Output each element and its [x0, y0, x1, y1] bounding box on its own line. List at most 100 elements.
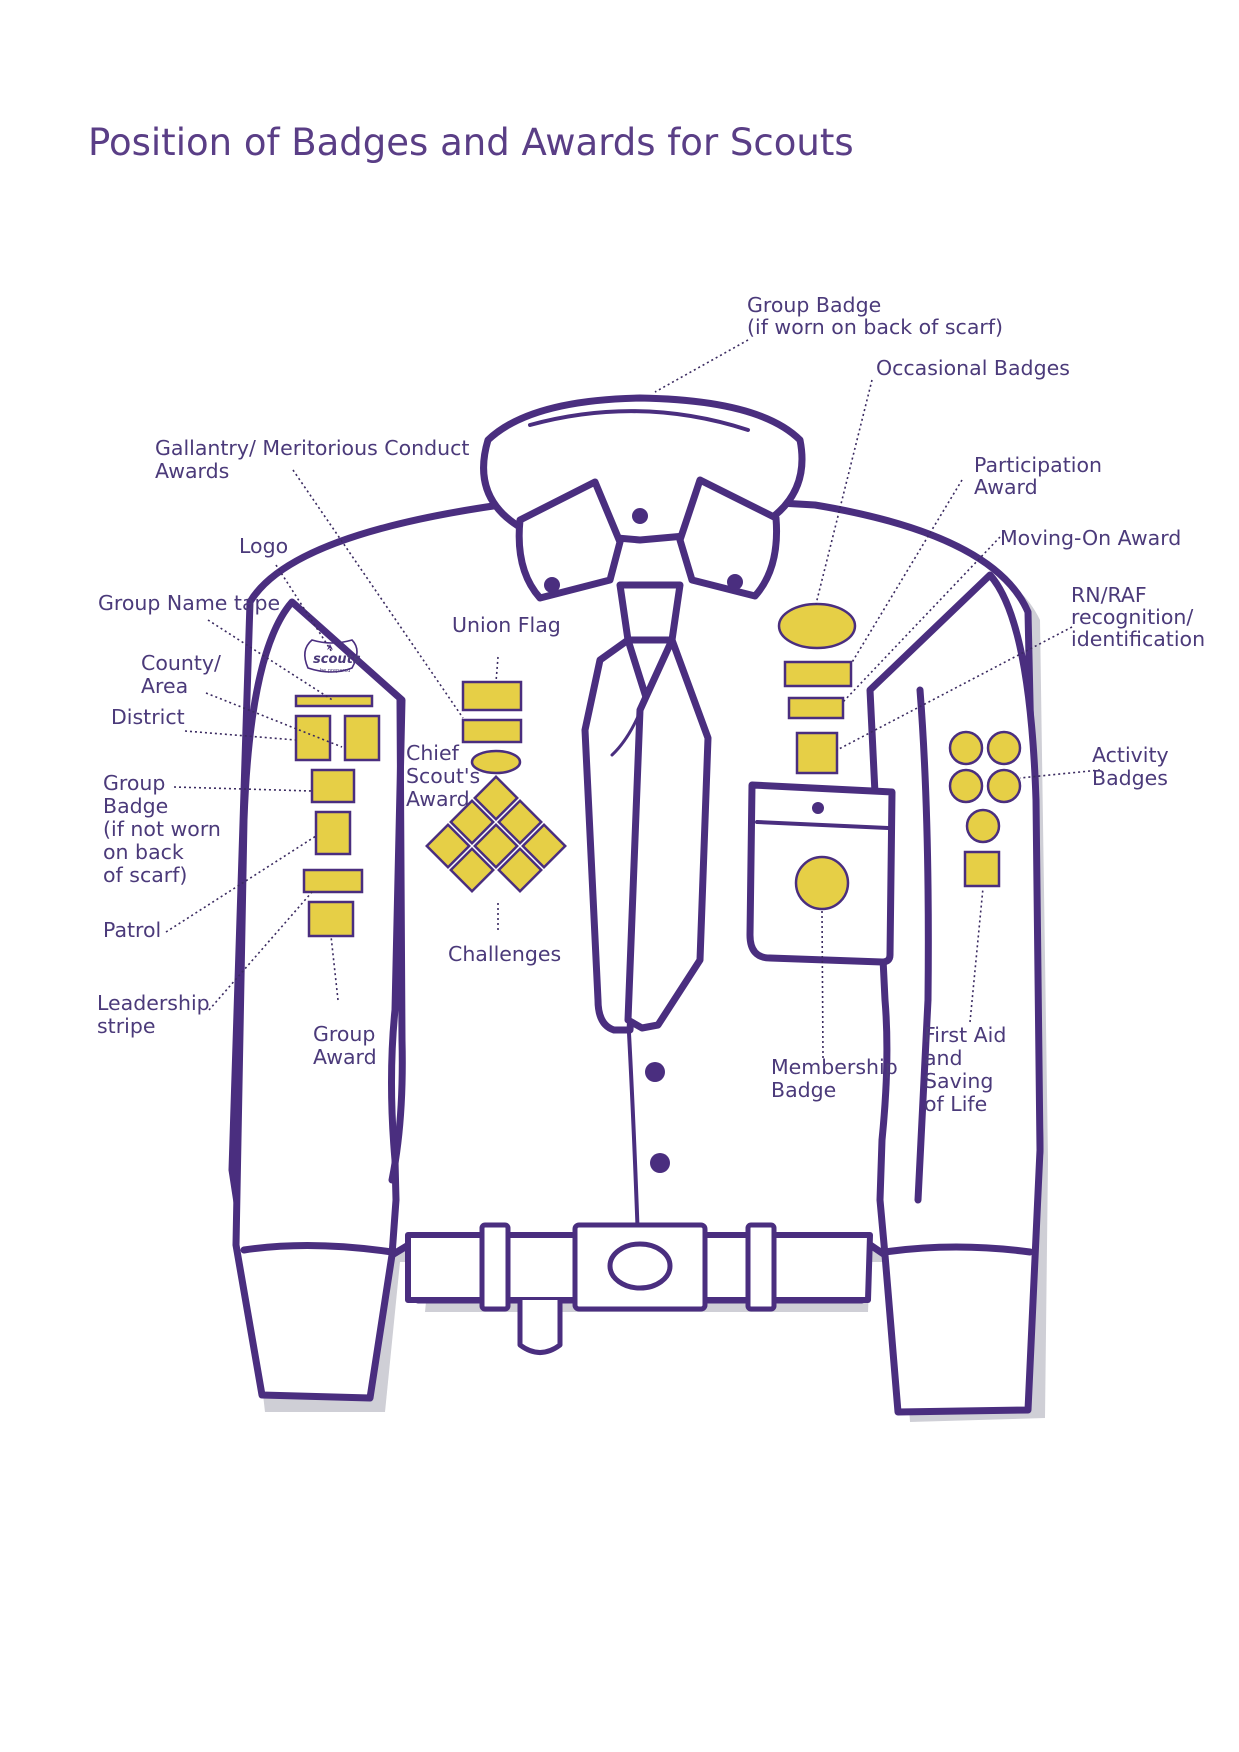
labels: Group Badge (if worn on back of scarf) O… [97, 293, 1205, 1116]
label-activity-badges: Badges [1092, 766, 1168, 790]
label-participation-award: Participation [974, 453, 1102, 477]
leadership-stripe [302, 868, 364, 894]
right-cuff-line [881, 1243, 1034, 1256]
label-membership-badge: Membership [771, 1055, 898, 1079]
neckerchief-right-tail [624, 636, 712, 1032]
membership-badge [794, 855, 850, 911]
challenge-badge [425, 823, 471, 869]
challenge-badge [473, 823, 519, 869]
district-badge [343, 714, 381, 762]
challenge-badge [449, 799, 495, 845]
group-name-tape [294, 694, 374, 708]
label-group-badge: (if not worn [103, 817, 221, 841]
county-badge [294, 714, 332, 762]
collar-left [515, 478, 624, 602]
challenge-badge [497, 799, 543, 845]
label-group-badge: of scarf) [103, 863, 187, 887]
group-badge [310, 768, 356, 804]
collar-fold-line [528, 409, 750, 432]
label-chief-scouts-award: Chief [406, 741, 460, 765]
shirt-button-2 [650, 1153, 670, 1173]
moving-on-award-badge [787, 696, 845, 720]
gallantry-award-badge [461, 718, 523, 744]
participation-award-badge [783, 660, 853, 688]
union-flag-badge [461, 680, 523, 712]
neck-button [632, 508, 648, 524]
label-group-award: Group [313, 1022, 375, 1046]
label-occasional-badges: Occasional Badges [876, 356, 1070, 380]
challenge-badge [521, 823, 567, 869]
logo-text: scouts [313, 652, 361, 667]
patrol-badge [314, 810, 352, 856]
label-activity-badges: Activity [1092, 743, 1169, 767]
label-chief-scouts-award: Award [406, 787, 470, 811]
label-rn-raf: identification [1071, 627, 1205, 651]
leader-lines [165, 339, 1101, 1059]
label-participation-award: Award [974, 475, 1038, 499]
collar-button-left [544, 577, 560, 593]
label-gallantry: Awards [155, 459, 229, 483]
left-sleeve-seam [388, 696, 406, 1184]
label-group-badge-scarf: (if worn on back of scarf) [747, 315, 1003, 339]
challenge-badge [497, 847, 543, 893]
label-leadership-stripe: Leadership [97, 991, 210, 1015]
collar-button-right [727, 574, 743, 590]
label-first-aid: First Aid [924, 1023, 1006, 1047]
left-cuff-line [240, 1241, 396, 1256]
label-group-name-tape: Group Name tape [98, 591, 280, 615]
label-rn-raf: recognition/ [1071, 605, 1193, 629]
belt-loop-right [745, 1222, 777, 1312]
label-county-area: Area [141, 674, 188, 698]
diagram-title: Position of Badges and Awards for Scouts [88, 121, 854, 164]
label-leadership-stripe: stripe [97, 1014, 155, 1038]
chief-scouts-award-badge [470, 749, 522, 775]
label-challenges: Challenges [448, 942, 561, 966]
challenge-badge [473, 775, 519, 821]
neckerchief-fold [610, 710, 642, 757]
label-patrol: Patrol [103, 918, 161, 942]
activity-badge [986, 730, 1022, 766]
label-first-aid: and [924, 1046, 963, 1070]
label-group-badge-scarf: Group Badge [747, 293, 881, 317]
label-group-award: Award [313, 1045, 377, 1069]
label-union-flag: Union Flag [452, 613, 561, 637]
left-sleeve [232, 598, 406, 1402]
badges: scouts be prepared [294, 602, 1022, 938]
label-first-aid: Saving [924, 1069, 993, 1093]
label-group-badge: Group [103, 771, 165, 795]
label-gallantry: Gallantry/ Meritorious Conduct [155, 436, 469, 460]
shirt-button-1 [645, 1062, 665, 1082]
woggle [616, 581, 684, 644]
label-district: District [111, 705, 185, 729]
challenge-badges [425, 775, 567, 893]
activity-badge [948, 730, 984, 766]
label-first-aid: of Life [924, 1092, 987, 1116]
group-award [307, 900, 355, 938]
shirt [228, 394, 1048, 1422]
activity-badge [986, 768, 1022, 804]
first-aid-badge [963, 850, 1001, 888]
belt-d-ring [517, 1297, 563, 1355]
pocket-flap-line [755, 820, 890, 830]
activity-badge [948, 768, 984, 804]
challenge-badge [449, 847, 495, 893]
label-group-badge: on back [103, 840, 184, 864]
belt-buckle-emblem [607, 1241, 673, 1291]
rn-raf-badge [795, 731, 839, 775]
collar-right [676, 476, 781, 600]
belt-loop-left [479, 1222, 511, 1312]
right-sleeve [866, 571, 1044, 1416]
activity-badges [948, 730, 1022, 844]
label-membership-badge: Badge [771, 1078, 836, 1102]
pocket-button [812, 802, 824, 814]
label-county-area: County/ [141, 651, 221, 675]
occasional-badge [777, 602, 857, 650]
logo-tagline: be prepared [320, 668, 350, 674]
activity-badge [965, 808, 1001, 844]
label-moving-on-award: Moving-On Award [1000, 526, 1181, 550]
scouts-logo: scouts be prepared [304, 639, 361, 674]
label-chief-scouts-award: Scout's [406, 764, 480, 788]
right-sleeve-seam [914, 686, 932, 1204]
label-logo: Logo [239, 534, 288, 558]
